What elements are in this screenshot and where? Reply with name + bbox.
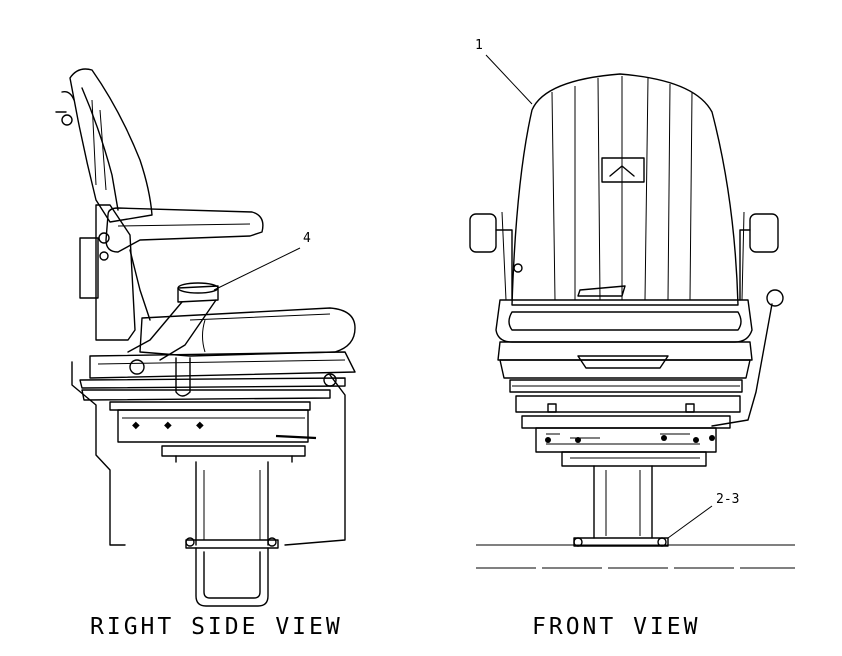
front-mech-bolt [709,435,715,441]
side-pedestal-loop [195,547,269,607]
side-pedestal-flange [185,539,279,549]
front-view-drawing [469,73,795,569]
side-armrest-seam [117,223,251,227]
front-seat-frame [497,341,753,361]
front-mech-bolt [545,437,551,443]
front-pedestal-inner [605,470,641,536]
side-pedestal-column [195,461,269,546]
side-pivot-bolt-2 [99,251,109,261]
front-seat-cushion [495,299,753,343]
side-flange-bolt [267,537,277,547]
side-frame-bolt [129,359,145,375]
front-lumbar-knob [577,285,626,297]
side-cab-outline-left [71,361,126,546]
side-suspension-mid [81,389,331,401]
side-recline-bracket [95,204,136,341]
front-suspension-mid [509,379,743,393]
side-headrest-knob [61,114,73,126]
front-slide-tab [685,403,695,413]
side-suspension-plate [109,401,311,411]
side-suspension-top [79,377,346,389]
side-backrest-seam [81,87,119,211]
side-base-feet [175,455,293,463]
leader-line-1 [485,54,533,105]
callout-2-3: 2-3 [716,492,740,507]
front-cushion-top [508,311,742,331]
front-slide-tab [547,403,557,413]
side-cab-outline-right [284,374,346,546]
side-rail-bar [275,434,317,440]
side-view-caption: RIGHT SIDE VIEW [90,614,343,640]
front-mech-bolt [661,435,667,441]
front-pedestal-column [593,465,653,539]
side-slide-rail [117,409,309,443]
front-label-plate [601,157,645,183]
front-knob-left [513,263,523,273]
side-seat-seams [189,313,331,353]
side-seat-cushion [139,307,356,357]
front-suspension-top [499,359,751,379]
side-seat-frame [89,351,356,379]
side-view-drawing: ◆ ◆ ◆ [55,68,356,607]
side-recline-plate [79,237,99,299]
front-slide-rail [521,415,731,429]
side-latch [175,357,191,397]
front-mech-bolt [693,437,699,443]
side-headrest-bracket [55,90,75,113]
front-lever-knob [766,289,784,307]
side-pivot-bolt [98,232,110,244]
side-rail-mark: ◆ [196,420,204,431]
side-backrest [69,68,153,223]
side-flange-bolt [185,537,195,547]
side-frame-line [97,359,346,365]
front-frame-handle [577,355,669,369]
callout-4: 4 [303,231,311,246]
front-backrest [511,73,739,306]
front-slide-plate [515,395,741,413]
front-armrest-supports [495,229,751,301]
front-mechanism-box [535,427,717,453]
side-pedestal-inner [203,470,261,540]
front-armrest-right [749,213,779,253]
front-view-caption: FRONT VIEW [532,614,701,640]
side-armrest-support [129,249,151,321]
front-backrest-pleats [551,76,693,301]
front-side-lever [711,303,773,427]
side-rail-mark: ◆ [132,420,140,431]
front-label-arrow [609,165,635,177]
front-base-plate [561,451,707,467]
side-base-plate [161,445,306,457]
front-mech-bolt [575,437,581,443]
side-backrest-lines [91,99,107,191]
leader-line-2-3 [667,505,713,539]
side-rail-mark: ◆ [164,420,172,431]
leader-line-4 [213,247,301,291]
front-armrest-left [469,213,497,253]
front-mechanism-details [546,433,700,445]
callout-1: 1 [475,38,483,53]
side-lever-handle [177,285,219,303]
front-flange-bolt [657,537,667,547]
front-flange-bolt [573,537,583,547]
side-pedestal-loop-inner [203,551,261,599]
side-armrest [105,207,264,253]
front-armrest-brackets [501,211,745,301]
